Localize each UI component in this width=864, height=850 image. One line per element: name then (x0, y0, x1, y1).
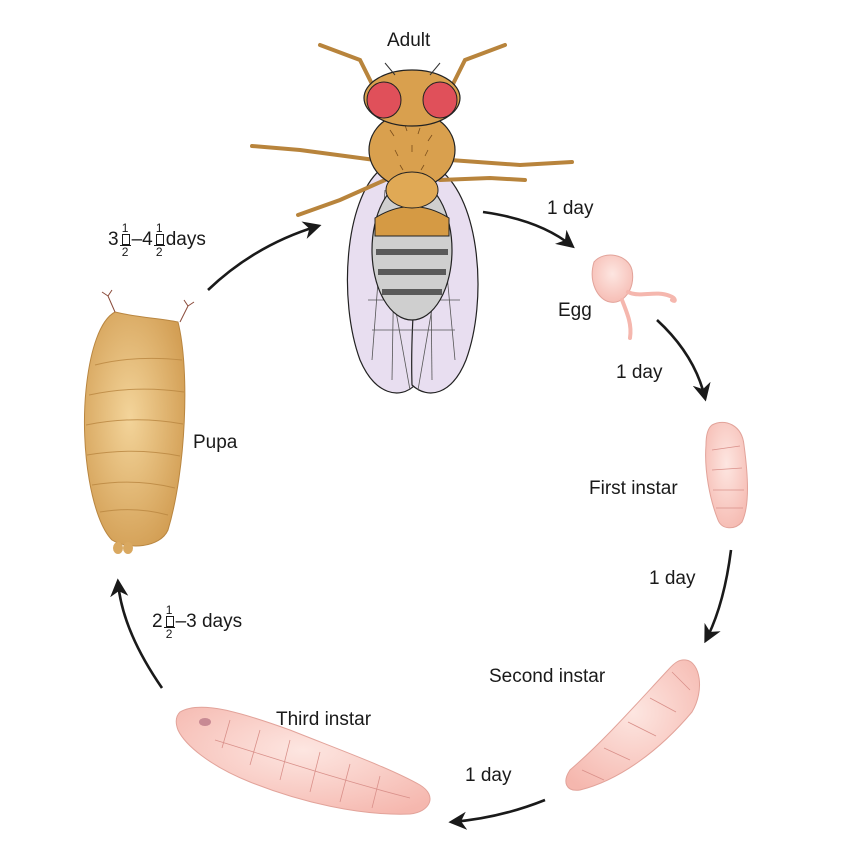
third-instar-illustration (175, 706, 431, 815)
pupa-illustration (83, 289, 195, 554)
stage-label-adult: Adult (387, 30, 431, 51)
duration-whole: 2 (152, 611, 163, 633)
arrow-pupa-to-adult (207, 221, 322, 291)
arrow-adult-to-egg (482, 210, 575, 249)
stage-label-second-instar: Second instar (489, 666, 606, 687)
duration-adult-to-egg: 1 day (547, 198, 594, 219)
arrow-third-instar-to-pupa (110, 578, 164, 689)
duration-mid: –4 (131, 229, 153, 251)
arrow-first-to-second-instar (704, 549, 733, 644)
adult-fly-illustration (250, 43, 574, 394)
stage-label-first-instar: First instar (589, 478, 678, 499)
cycle-arrows (110, 210, 733, 830)
first-instar-illustration (705, 421, 748, 529)
arrow-second-to-third-instar (448, 798, 546, 830)
fly-right-eye (422, 81, 458, 119)
stage-label-third-instar: Third instar (276, 709, 372, 730)
duration-rest: days (165, 229, 206, 251)
arrow-egg-to-first-instar (656, 319, 711, 402)
egg-illustration (591, 254, 677, 340)
duration-egg-to-first-instar: 1 day (616, 362, 663, 383)
duration-rest: –3 days (175, 611, 243, 633)
duration-second-to-third-instar: 1 day (465, 765, 512, 786)
second-instar-illustration (565, 659, 700, 791)
stage-label-egg: Egg (558, 300, 592, 321)
stage-label-pupa: Pupa (193, 432, 238, 453)
fly-left-eye (366, 81, 402, 119)
duration-first-to-second-instar: 1 day (649, 568, 696, 589)
duration-whole-1: 3 (108, 229, 119, 251)
